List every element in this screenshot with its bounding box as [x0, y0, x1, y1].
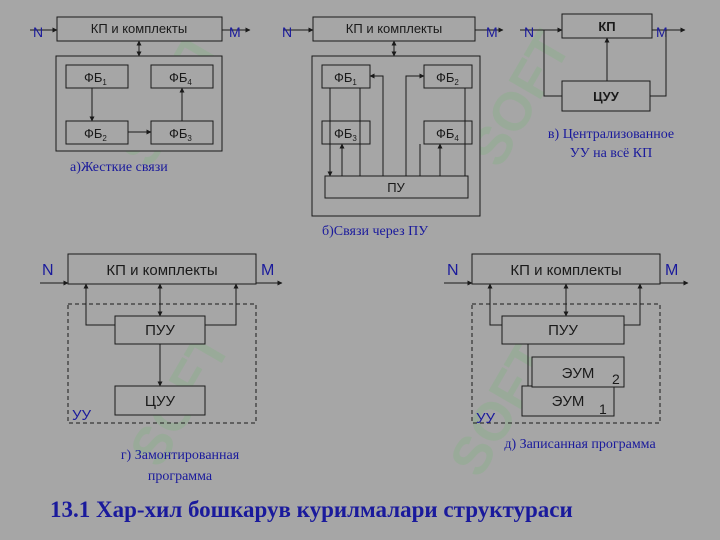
label-b-fb4: ФБ4	[436, 126, 459, 143]
svg-text:M: M	[656, 24, 668, 40]
box-b-fb3	[321, 120, 371, 145]
svg-text:ПУУ: ПУУ	[145, 322, 175, 339]
box-b-kp	[312, 16, 476, 42]
svg-text:M: M	[665, 262, 678, 279]
svg-text:ПУУ: ПУУ	[548, 322, 578, 339]
page-title: 13.1 Хар-хил бошкарув курилмалари структ…	[50, 497, 573, 522]
box-b-pu	[324, 175, 469, 199]
svg-text:N: N	[33, 24, 43, 40]
caption-a: а)Жесткие связи	[70, 160, 168, 175]
label-a-fb3: ФБ3	[169, 126, 192, 143]
box-d-kp	[471, 253, 661, 285]
caption-v-line1: в) Централизованное	[548, 127, 674, 142]
box-d-eum1	[521, 385, 615, 417]
box-g-kp	[67, 253, 257, 285]
svg-text:2: 2	[612, 371, 620, 387]
label-b-fb3: ФБ3	[334, 126, 357, 143]
diagram-d: КП и комплекты N M УУ ПУУ ЭУМ 1 ЭУМ 2 д)…	[444, 253, 689, 452]
svg-text:N: N	[42, 262, 54, 279]
svg-text:КП и комплекты: КП и комплекты	[510, 262, 621, 279]
label-b-fb2: ФБ2	[436, 70, 459, 87]
box-g-tsuu	[114, 385, 206, 416]
box-b-fb4	[423, 120, 473, 145]
label-b-fb1: ФБ1	[334, 70, 357, 87]
svg-text:ЦУУ: ЦУУ	[145, 393, 176, 410]
svg-text:1: 1	[599, 401, 607, 417]
svg-text:M: M	[486, 24, 498, 40]
svg-text:КП и комплекты: КП и комплекты	[106, 262, 217, 279]
svg-text:КП и комплекты: КП и комплекты	[346, 21, 442, 36]
svg-text:M: M	[229, 24, 241, 40]
caption-g-line1: г) Замонтированная	[121, 448, 240, 463]
svg-text:ПУ: ПУ	[387, 180, 405, 195]
diagram-v: КП N M ЦУУ в) Централизованное УУ на всё…	[520, 13, 686, 161]
box-a-fb1	[65, 64, 129, 89]
caption-d: д) Записанная программа	[504, 437, 656, 452]
label-a-fb2: ФБ2	[84, 126, 107, 143]
svg-text:УУ: УУ	[476, 410, 496, 427]
svg-text:ЭУМ: ЭУМ	[552, 393, 585, 410]
box-v-tsuu	[561, 80, 651, 112]
label-a-fb1: ФБ1	[84, 70, 107, 87]
svg-text:N: N	[447, 262, 459, 279]
svg-text:ЦУУ: ЦУУ	[593, 89, 620, 104]
diagram-a: КП и комплекты N M ФБ1 ФБ4 ФБ2 ФБ3 а)Жес…	[30, 16, 251, 175]
diagram-g: КП и комплекты N M УУ ПУУ ЦУУ г) Замонти…	[40, 253, 283, 484]
box-v-kp	[561, 13, 653, 39]
svg-text:УУ: УУ	[72, 407, 92, 424]
caption-b: б)Связи через ПУ	[322, 224, 428, 239]
svg-text:M: M	[261, 262, 274, 279]
svg-text:ЭУМ: ЭУМ	[562, 365, 595, 382]
caption-v-line2: УУ на всё КП	[570, 146, 652, 161]
box-d-puu	[501, 315, 625, 345]
svg-text:N: N	[282, 24, 292, 40]
box-g-puu	[114, 315, 206, 345]
box-d-eum2	[531, 356, 625, 388]
svg-text:КП: КП	[598, 19, 615, 34]
caption-g-line2: программа	[148, 469, 213, 484]
diagram-b: КП и комплекты N M ФБ1 ФБ2 ФБ3 ФБ4 ПУ б)…	[282, 16, 504, 239]
label-a-fb4: ФБ4	[169, 70, 192, 87]
svg-text:КП и комплекты: КП и комплекты	[91, 21, 187, 36]
svg-text:N: N	[524, 24, 534, 40]
